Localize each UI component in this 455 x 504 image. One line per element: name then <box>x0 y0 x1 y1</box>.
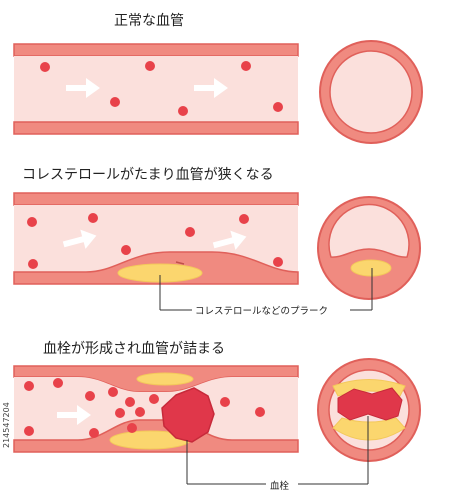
red-blood-cell-icon <box>28 259 38 269</box>
red-blood-cell-icon <box>273 257 283 267</box>
plaque-callout-label: コレステロールなどのプラーク <box>193 303 331 317</box>
plaque-core-top <box>136 372 194 386</box>
red-blood-cell-icon <box>108 387 118 397</box>
red-blood-cell-icon <box>85 391 95 401</box>
red-blood-cell-icon <box>127 423 137 433</box>
red-blood-cell-icon <box>125 397 135 407</box>
vessel-lumen <box>14 205 298 272</box>
cross-section-clot <box>337 387 403 421</box>
stock-id: 214547204 <box>2 402 11 448</box>
red-blood-cell-icon <box>185 227 195 237</box>
red-blood-cell-icon <box>241 61 251 71</box>
red-blood-cell-icon <box>220 397 230 407</box>
red-blood-cell-icon <box>255 407 265 417</box>
red-blood-cell-icon <box>135 407 145 417</box>
clot-callout-label: 血栓 <box>268 478 292 492</box>
title-narrowed-vessel: コレステロールがたまり血管が狭くなる <box>22 167 274 183</box>
flow-arrow-icon <box>62 229 97 249</box>
vessel-wall-bottom <box>13 121 299 135</box>
red-blood-cell-icon <box>178 106 188 116</box>
cross-section-plaque <box>350 259 392 277</box>
red-blood-cell-icon <box>115 408 125 418</box>
blood-clot <box>161 387 215 443</box>
red-blood-cell-icon <box>88 213 98 223</box>
vessel-lumen <box>14 377 298 440</box>
cross-section-lumen-narrowed <box>328 203 410 258</box>
red-blood-cell-icon <box>145 61 155 71</box>
plaque-crack <box>175 261 185 265</box>
vessel-lumen <box>14 56 298 122</box>
vessel-wall-top <box>13 43 299 57</box>
red-blood-cell-icon <box>27 217 37 227</box>
red-blood-cell-icon <box>24 426 34 436</box>
red-blood-cell-icon <box>273 102 283 112</box>
flow-arrow-icon <box>57 405 91 425</box>
flow-arrow-icon <box>194 78 228 98</box>
title-normal-vessel: 正常な血管 <box>114 13 184 29</box>
red-blood-cell-icon <box>121 245 131 255</box>
red-blood-cell-icon <box>149 394 159 404</box>
red-blood-cell-icon <box>40 62 50 72</box>
flow-arrow-icon <box>212 230 247 250</box>
red-blood-cell-icon <box>110 97 120 107</box>
vessel-wall-top <box>13 192 299 206</box>
cross-section-plaque-bottom <box>332 417 406 441</box>
red-blood-cell-icon <box>89 428 99 438</box>
flow-arrow-icon <box>66 78 100 98</box>
title-blocked-vessel: 血栓が形成され血管が詰まる <box>43 341 225 357</box>
cross-section-lumen-normal <box>329 50 413 134</box>
red-blood-cell-icon <box>24 381 34 391</box>
red-blood-cell-icon <box>53 378 63 388</box>
red-blood-cell-icon <box>239 214 249 224</box>
